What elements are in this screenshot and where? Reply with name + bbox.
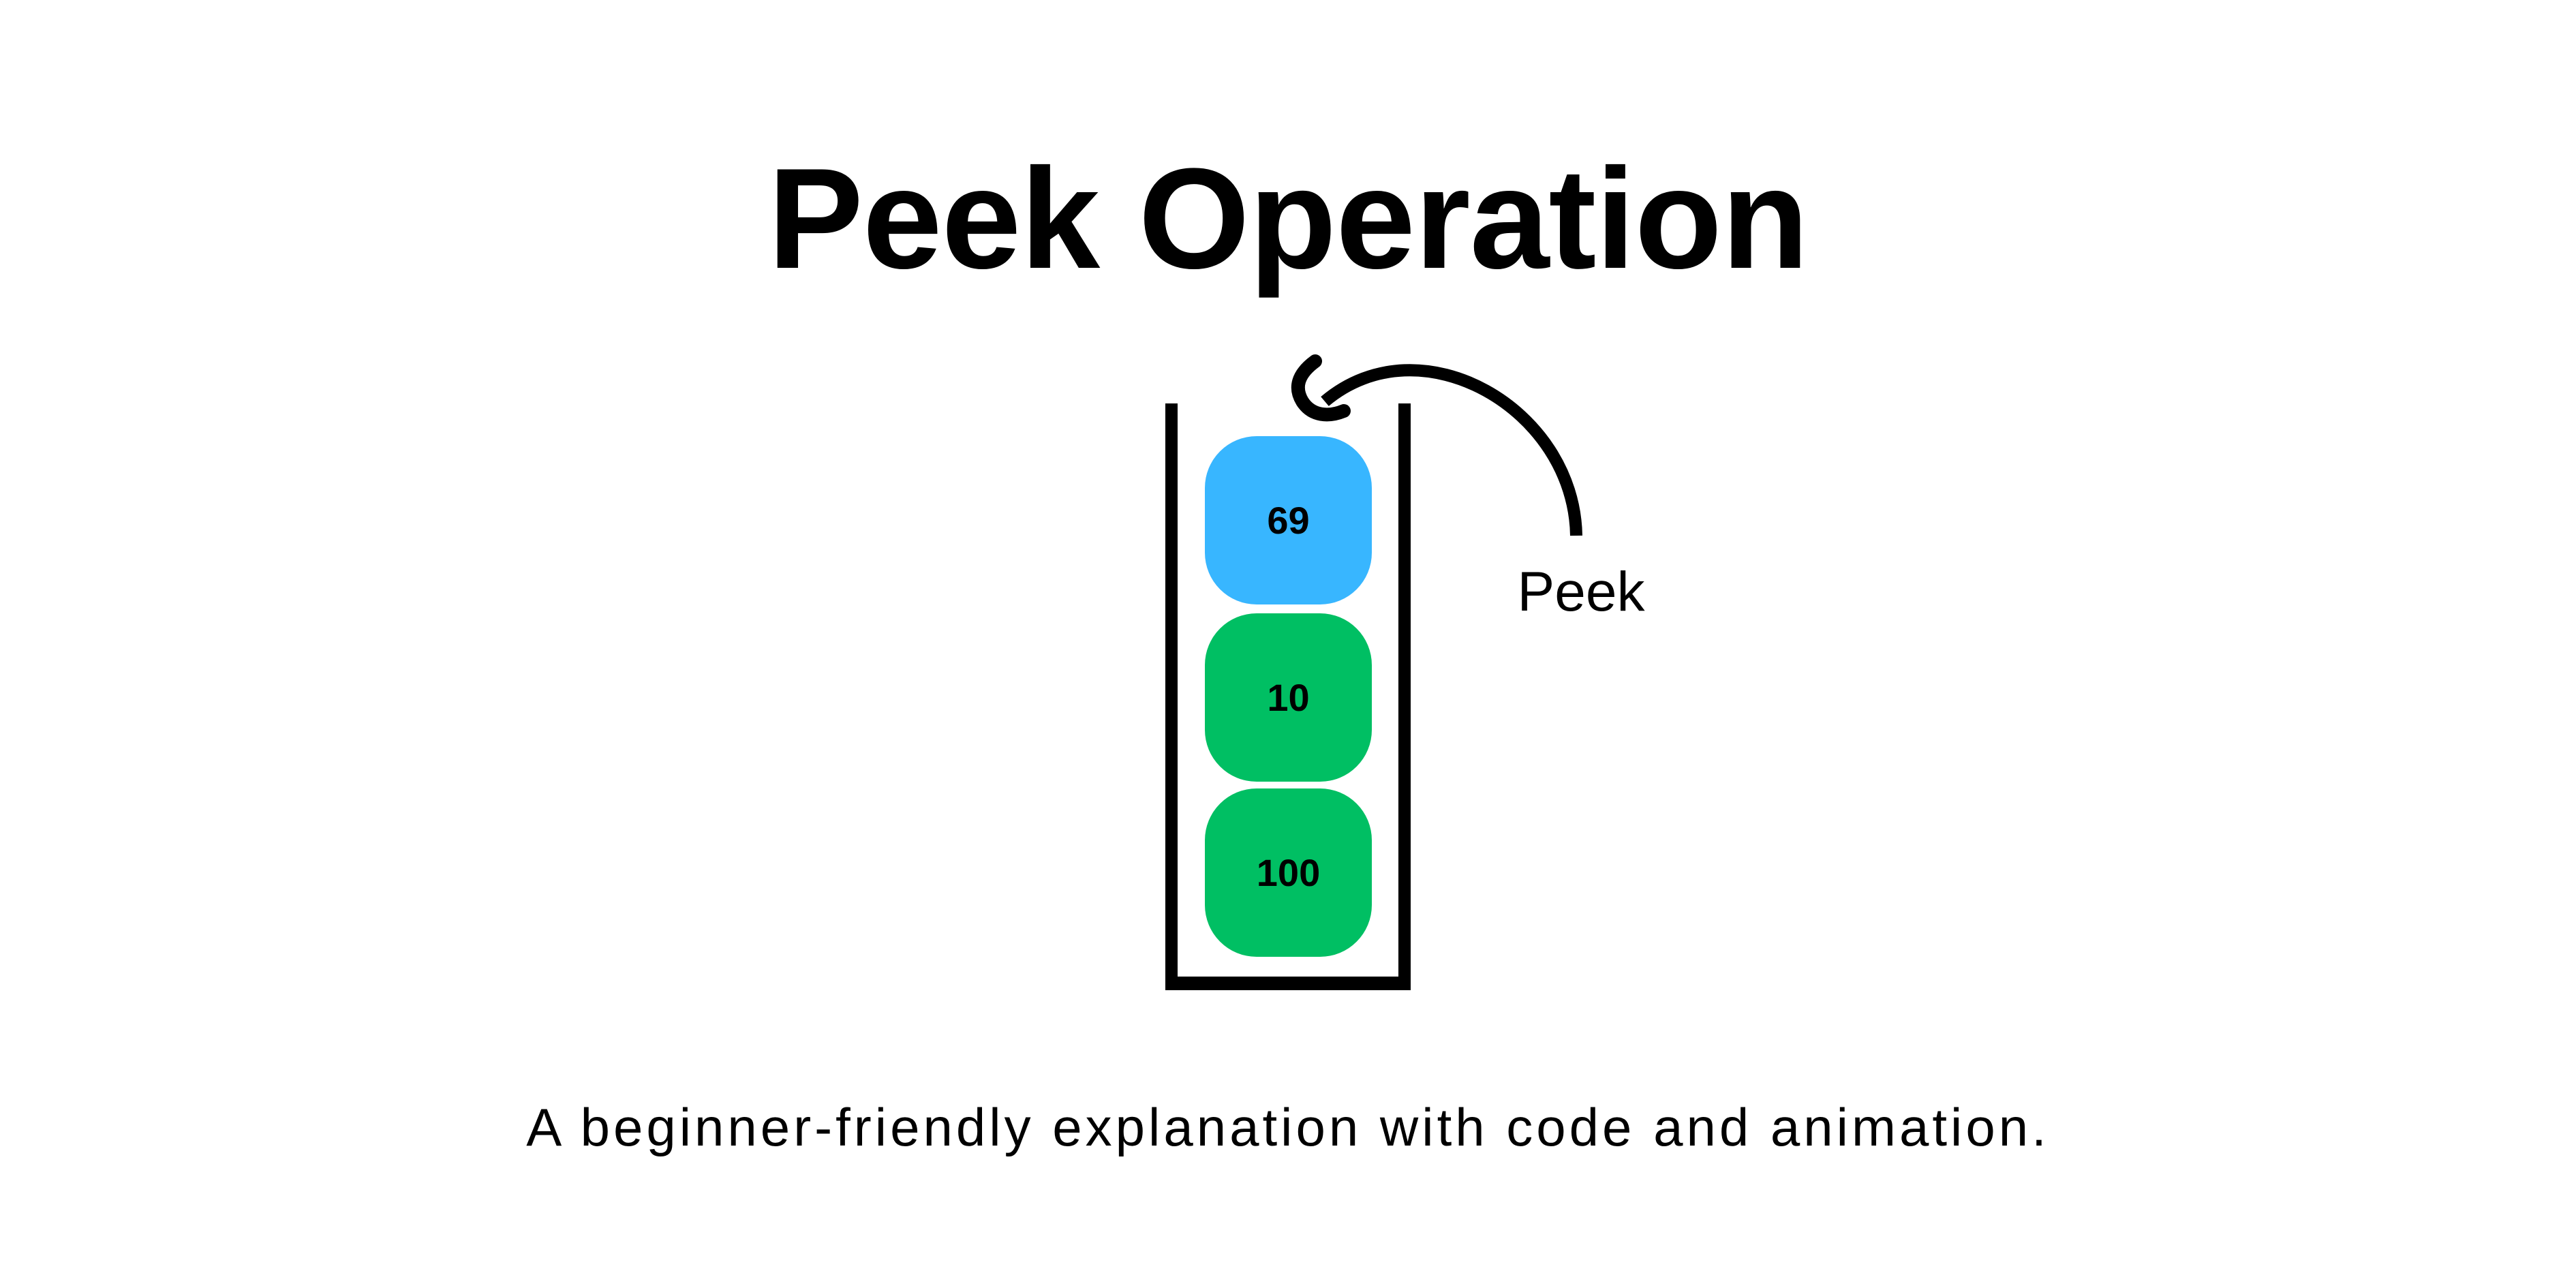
stack-base: [1165, 977, 1411, 990]
stack-item-bottom-value: 100: [1256, 851, 1321, 894]
peek-arrowhead-icon: [1291, 354, 1351, 422]
stack-left-wall: [1165, 403, 1178, 990]
stack-item-middle-value: 10: [1267, 676, 1310, 719]
caption: A beginner-friendly explanation with cod…: [526, 1097, 2050, 1157]
stack-item-bottom: 100: [1205, 788, 1372, 957]
stack-item-top: 69: [1205, 436, 1372, 604]
page-title: Peek Operation: [767, 138, 1809, 298]
stack-item-top-value: 69: [1267, 499, 1310, 542]
peek-label: Peek: [1517, 561, 1645, 623]
stack-item-middle: 10: [1205, 613, 1372, 782]
stack-right-wall: [1398, 403, 1411, 990]
